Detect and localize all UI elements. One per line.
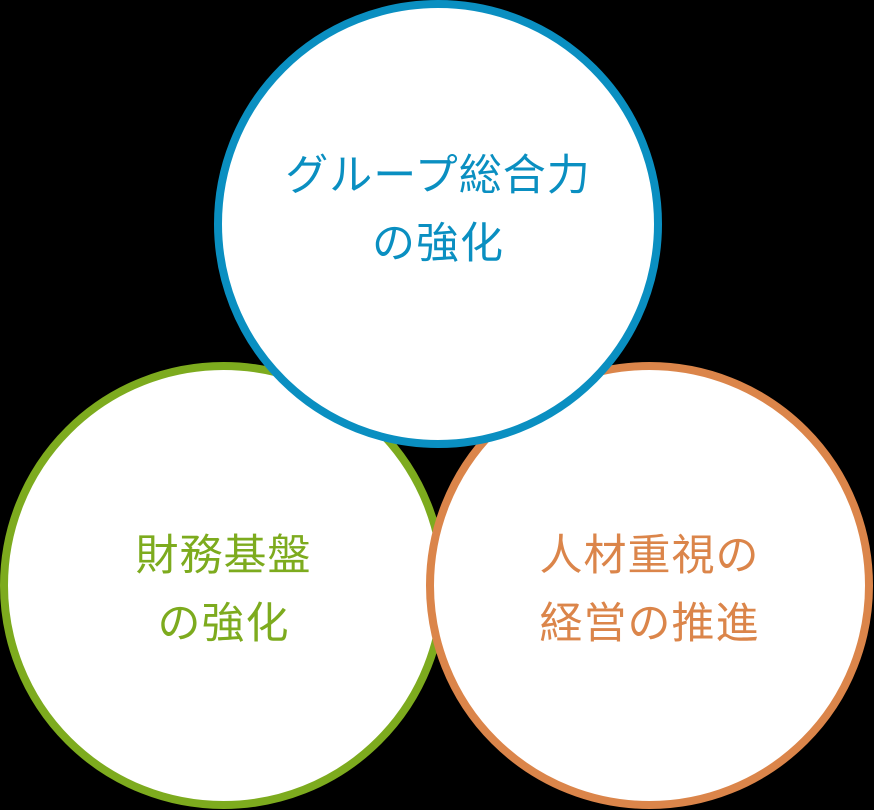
circle-label-financial-foundation: 財務基盤 の強化 (136, 522, 312, 658)
label-line-2: の強化 (371, 219, 504, 269)
circle-group-strength: グループ総合力 の強化 (214, 0, 662, 448)
circle-human-resources: 人材重視の 経営の推進 (426, 362, 873, 809)
label-line-1: 人材重視の (539, 530, 760, 581)
circle-label-group-strength: グループ総合力 の強化 (285, 142, 590, 278)
label-line-1: グループ総合力 (285, 151, 591, 201)
label-line-2: 経営の推進 (539, 598, 760, 649)
circle-label-human-resources: 人材重視の 経営の推進 (540, 522, 760, 658)
label-line-2: の強化 (157, 598, 290, 649)
label-line-1: 財務基盤 (135, 530, 312, 581)
